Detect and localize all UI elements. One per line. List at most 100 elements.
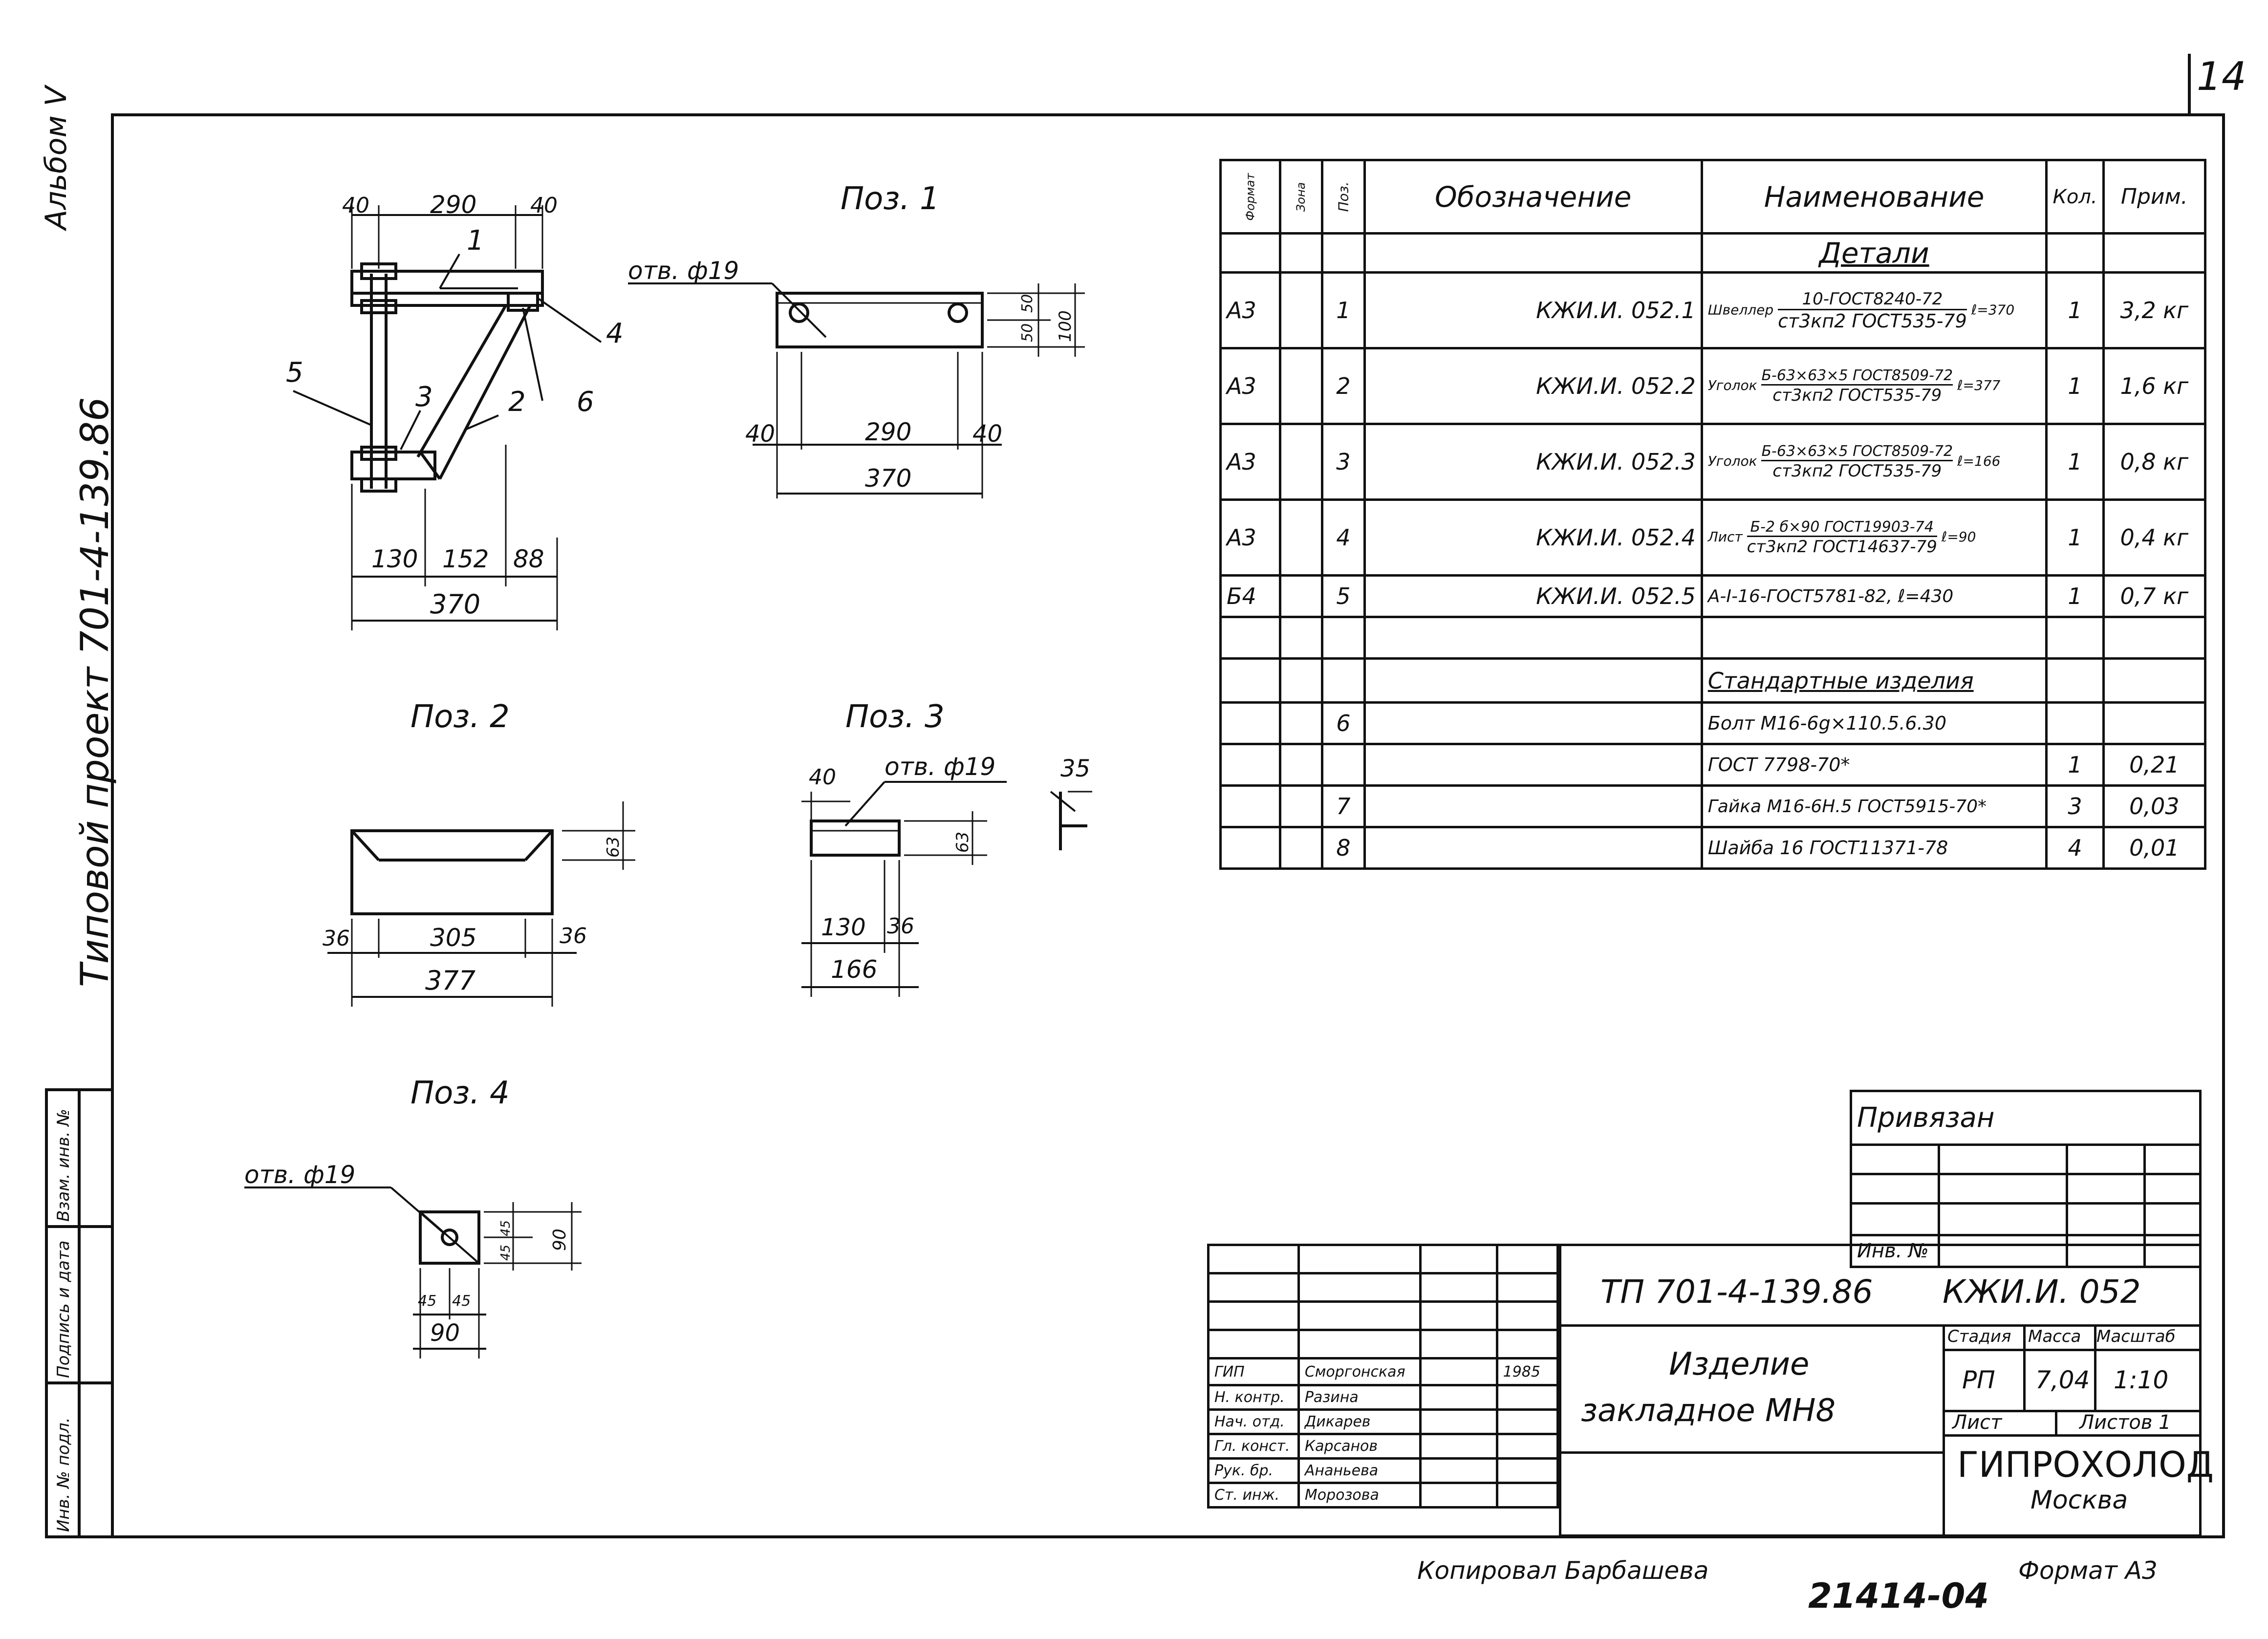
cell-qty: 4 (2045, 826, 2105, 870)
cell-designation: КЖИ.И. 052.5 (1363, 574, 1703, 618)
scale-label: Масштаб (2096, 1327, 2176, 1346)
hole-label: отв. ф19 (244, 1161, 356, 1189)
dim-label: 50 (1019, 294, 1036, 313)
stamp-label-sign: Подпись и дата (54, 1240, 73, 1378)
stage-value: РП (1962, 1366, 1995, 1394)
album-label: Альбом V (39, 86, 73, 230)
cell-note: 0,7 кг (2102, 574, 2207, 618)
organization-city: Москва (2030, 1486, 2128, 1515)
cell-qty: 1 (2045, 271, 2105, 349)
signer-date (1495, 1433, 1559, 1460)
cell-format: А3 (1219, 347, 1282, 425)
dim-label: 130 (821, 914, 866, 941)
dim-label: 290 (865, 418, 912, 446)
dim-label: 130 (371, 545, 418, 573)
dim-label: 40 (342, 193, 369, 218)
header-format: Формат (1219, 159, 1282, 235)
cell-name: Лист Б-2 б×90 ГОСТ19903-74 ст3кп2 ГОСТ14… (1700, 498, 2048, 577)
signer-date (1495, 1408, 1559, 1435)
dim-label: 377 (425, 965, 476, 996)
cell-designation: КЖИ.И. 052.4 (1363, 498, 1703, 577)
table-row: А3 3 КЖИ.И. 052.3 Уголок Б-63×63×5 ГОСТ8… (1219, 423, 2207, 501)
cell-note: 0,21 (2102, 743, 2207, 787)
dim-label: 305 (430, 924, 477, 952)
dim-label: 370 (865, 464, 912, 493)
privyazan-title: Привязан (1850, 1090, 2202, 1146)
dim-label: 90 (550, 1229, 570, 1251)
empty-row (1219, 616, 2207, 660)
dim-label: 290 (430, 191, 477, 219)
dim-label: 63 (604, 836, 623, 858)
dim-label: 36 (560, 924, 587, 949)
cell-designation: КЖИ.И. 052.1 (1363, 271, 1703, 349)
pos4-view (244, 1186, 582, 1359)
section-standard-title: Стандартные изделия (1700, 657, 2048, 704)
cell-format: А3 (1219, 498, 1282, 577)
dim-label: 166 (831, 955, 878, 984)
mass-value: 7,04 (2035, 1366, 2090, 1394)
signer-role: Н. контр. (1207, 1384, 1300, 1411)
dim-label: 36 (323, 926, 350, 951)
cell-name: А-I-16-ГОСТ5781-82, ℓ=430 (1700, 574, 2048, 618)
pos1-title: Поз. 1 (841, 181, 940, 217)
header-qty: Кол. (2045, 159, 2105, 235)
cell-qty: 1 (2045, 743, 2105, 787)
table-row: А3 2 КЖИ.И. 052.2 Уголок Б-63×63×5 ГОСТ8… (1219, 347, 2207, 425)
dim-label: 36 (887, 914, 914, 939)
dim-label: 45 (452, 1293, 471, 1310)
cell-note: 3,2 кг (2102, 271, 2207, 349)
sheet-label: Лист (1952, 1411, 2002, 1434)
cell-format: Б4 (1219, 574, 1282, 618)
cell-qty: 1 (2045, 574, 2105, 618)
dim-label: 35 (1060, 755, 1091, 782)
cell-pos: 1 (1320, 271, 1366, 349)
signer-date: 1985 (1495, 1357, 1559, 1386)
header-zone: Зона (1279, 159, 1323, 235)
dim-label: 63 (953, 831, 972, 853)
order-number: 21414-04 (1808, 1576, 1989, 1616)
callout-label: 2 (508, 386, 526, 418)
signer-name: Ананьева (1297, 1457, 1422, 1484)
series-label: Типовой проект 701-4-139.86 (73, 397, 117, 987)
cell-note: 0,4 кг (2102, 498, 2207, 577)
cell-name: Уголок Б-63×63×5 ГОСТ8509-72 ст3кп2 ГОСТ… (1700, 423, 2048, 501)
cell-qty: 1 (2045, 498, 2105, 577)
pos4-title: Поз. 4 (410, 1075, 510, 1111)
table-row: 8 Шайба 16 ГОСТ11371-78 4 0,01 (1219, 826, 2207, 870)
table-row: А3 1 КЖИ.И. 052.1 Швеллер 10-ГОСТ8240-72… (1219, 271, 2207, 349)
cell-pos: 2 (1320, 347, 1366, 425)
spec-header-row: Формат Зона Поз. Обозначение Наименовани… (1219, 159, 2207, 235)
header-note: Прим. (2102, 159, 2207, 235)
item-name-line1: Изделие (1669, 1346, 1810, 1382)
signer-name: Разина (1297, 1384, 1422, 1411)
signer-name: Дикарев (1297, 1408, 1422, 1435)
section-row: Детали (1219, 232, 2207, 274)
signer-role: Рук. бр. (1207, 1457, 1300, 1484)
signer-date (1495, 1457, 1559, 1484)
signer-row: Ст. инж. Морозова (1207, 1482, 1559, 1509)
cell-designation: КЖИ.И. 052.2 (1363, 347, 1703, 425)
dim-label: 45 (498, 1244, 513, 1261)
signer-row: Гл. конст. Карсанов (1207, 1433, 1559, 1460)
table-row: А3 4 КЖИ.И. 052.4 Лист Б-2 б×90 ГОСТ1990… (1219, 498, 2207, 577)
mass-label: Масса (2028, 1327, 2081, 1346)
callout-label: 4 (606, 318, 624, 349)
cell-qty: 1 (2045, 423, 2105, 501)
cell-format: А3 (1219, 423, 1282, 501)
stamp-label-inv: Инв. № подл. (54, 1417, 73, 1532)
sheet-number: 14 (2197, 54, 2246, 99)
signer-role: Нач. отд. (1207, 1408, 1300, 1435)
callout-label: 6 (577, 386, 594, 418)
project-code: ТП 701-4-139.86 (1600, 1273, 1873, 1311)
hole-label: отв. ф19 (628, 257, 739, 285)
cell-name: Швеллер 10-ГОСТ8240-72 ст3кп2 ГОСТ535-79… (1700, 271, 2048, 349)
dim-label: 40 (809, 765, 836, 790)
cell-note: 0,01 (2102, 826, 2207, 870)
cell-qty: 3 (2045, 784, 2105, 828)
dim-label: 45 (418, 1293, 437, 1310)
header-designation: Обозначение (1363, 159, 1703, 235)
stage-label: Стадия (1947, 1327, 2011, 1346)
cell-pos: 5 (1320, 574, 1366, 618)
cell-designation: КЖИ.И. 052.3 (1363, 423, 1703, 501)
